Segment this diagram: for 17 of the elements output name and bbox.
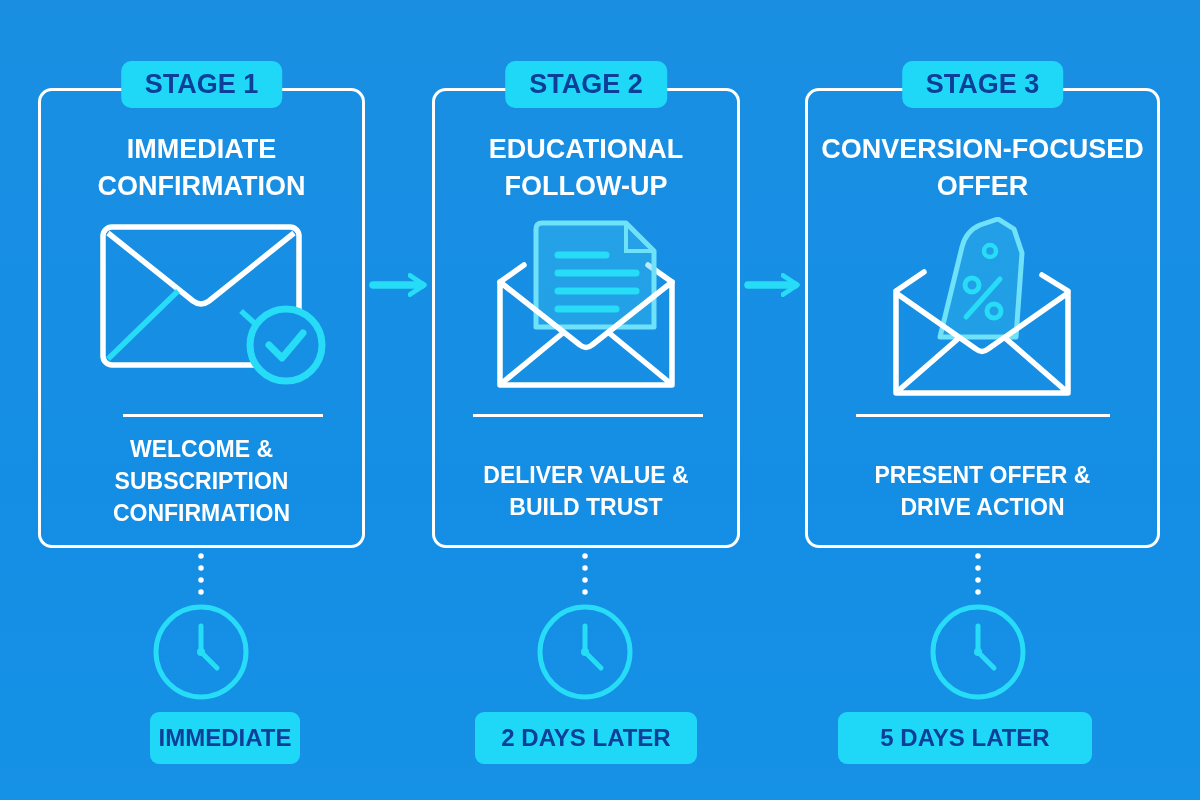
delay-label: 5 DAYS LATER [838, 712, 1092, 764]
arrow [744, 273, 800, 297]
stage-description: PRESENT OFFER & DRIVE ACTION [873, 461, 1092, 522]
stage-title: CONVERSION-FOCUSED OFFER [820, 133, 1145, 203]
clock-icon [535, 602, 635, 702]
stage-description: DELIVER VALUE & BUILD TRUST [482, 461, 690, 522]
stage-title: IMMEDIATE CONFIRMATION [96, 133, 307, 203]
stage-label: STAGE 2 [505, 61, 667, 108]
stage-label: STAGE 3 [901, 61, 1064, 108]
stage-label: STAGE 1 [120, 61, 283, 108]
arrow [369, 273, 427, 297]
clock-icon [928, 602, 1028, 702]
delay-label: 2 DAYS LATER [475, 712, 697, 764]
delay-label: IMMEDIATE [150, 712, 300, 764]
clock-icon [151, 602, 251, 702]
stage-title: EDUCATIONAL FOLLOW-UP [487, 133, 685, 203]
stage-description: WELCOME & SUBSCRIPTION CONFIRMATION [111, 435, 292, 528]
